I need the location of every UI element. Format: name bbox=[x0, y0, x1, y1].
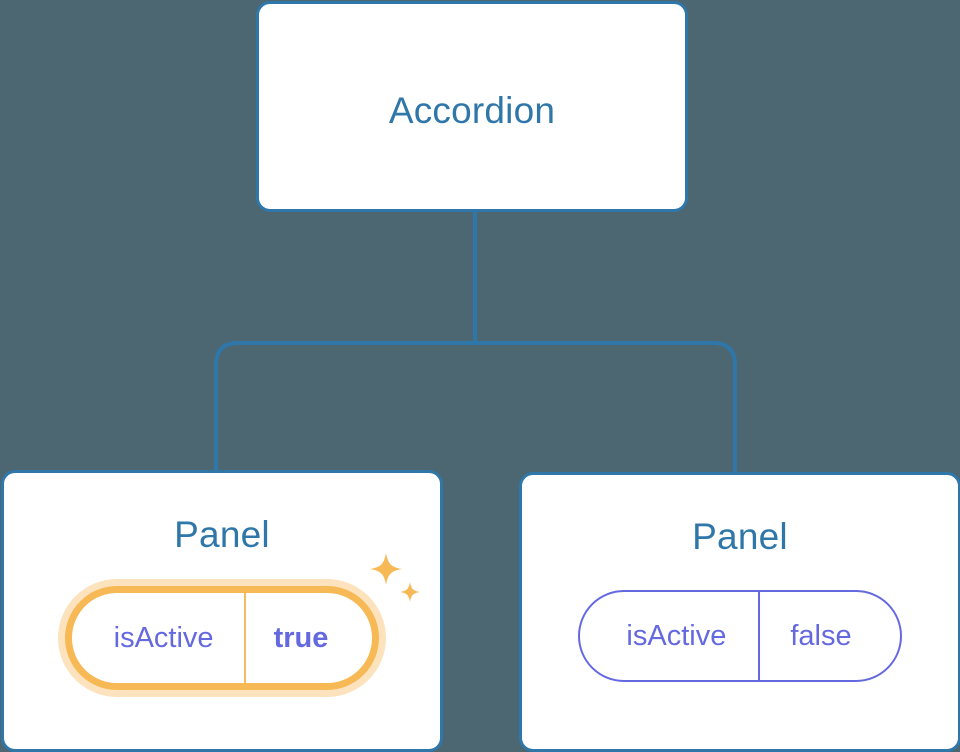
panel-left-prop-area: isActive true bbox=[4, 553, 440, 697]
sparkle-large bbox=[370, 553, 403, 585]
prop-key: isActive bbox=[580, 592, 761, 680]
prop-key: isActive bbox=[72, 593, 246, 683]
prop-highlight-ring: isActive true bbox=[57, 553, 421, 697]
node-accordion-title: Accordion bbox=[388, 90, 556, 131]
prop-pill-isactive-false[interactable]: isActive false bbox=[578, 590, 902, 682]
panel-right-prop-area: isActive false bbox=[522, 590, 958, 682]
prop-value: true bbox=[273, 621, 329, 654]
node-accordion[interactable]: Accordion bbox=[256, 1, 688, 212]
sparkle-small bbox=[400, 582, 421, 602]
prop-value: false bbox=[790, 619, 852, 652]
node-panel-left[interactable]: Panel isActive true bbox=[1, 470, 443, 752]
connector-branch-left bbox=[214, 341, 475, 472]
node-panel-right[interactable]: Panel isActive false bbox=[519, 472, 960, 752]
prop-pill-isactive-true[interactable]: isActive true bbox=[64, 586, 380, 690]
node-panel-left-title: Panel bbox=[174, 514, 270, 555]
connector-branch-right bbox=[475, 341, 737, 474]
node-panel-right-title: Panel bbox=[692, 516, 788, 557]
sparkles-icon bbox=[370, 553, 421, 602]
